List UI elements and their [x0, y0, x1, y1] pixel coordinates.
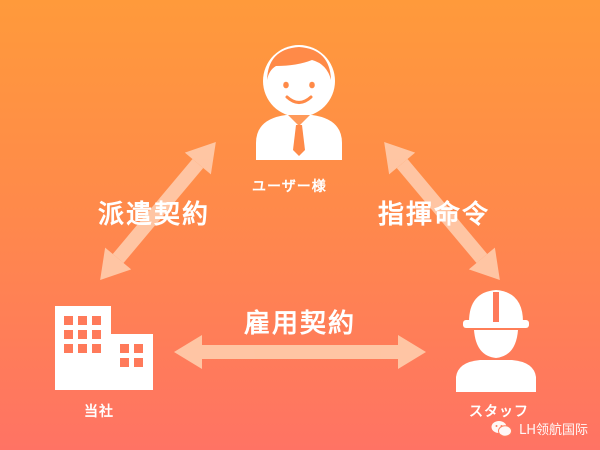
- staff-label: スタッフ: [469, 404, 529, 420]
- businessman-icon: [256, 45, 342, 160]
- employment-label: 雇用契約: [244, 309, 357, 339]
- wechat-icon: [491, 420, 512, 437]
- watermark: LH领航国际: [491, 419, 588, 438]
- hardhat-worker-icon: [456, 290, 536, 392]
- employment-arrow: [174, 335, 426, 369]
- command-label: 指揮命令: [378, 200, 491, 230]
- dispatch-label: 派遣契約: [98, 200, 211, 230]
- user-label: ユーザー様: [252, 179, 327, 195]
- company-label: 当社: [84, 404, 114, 420]
- command-arrow: [384, 142, 500, 280]
- dispatch-arrow: [100, 142, 216, 280]
- watermark-text: LH领航国际: [518, 423, 588, 438]
- office-building-icon: [55, 306, 153, 390]
